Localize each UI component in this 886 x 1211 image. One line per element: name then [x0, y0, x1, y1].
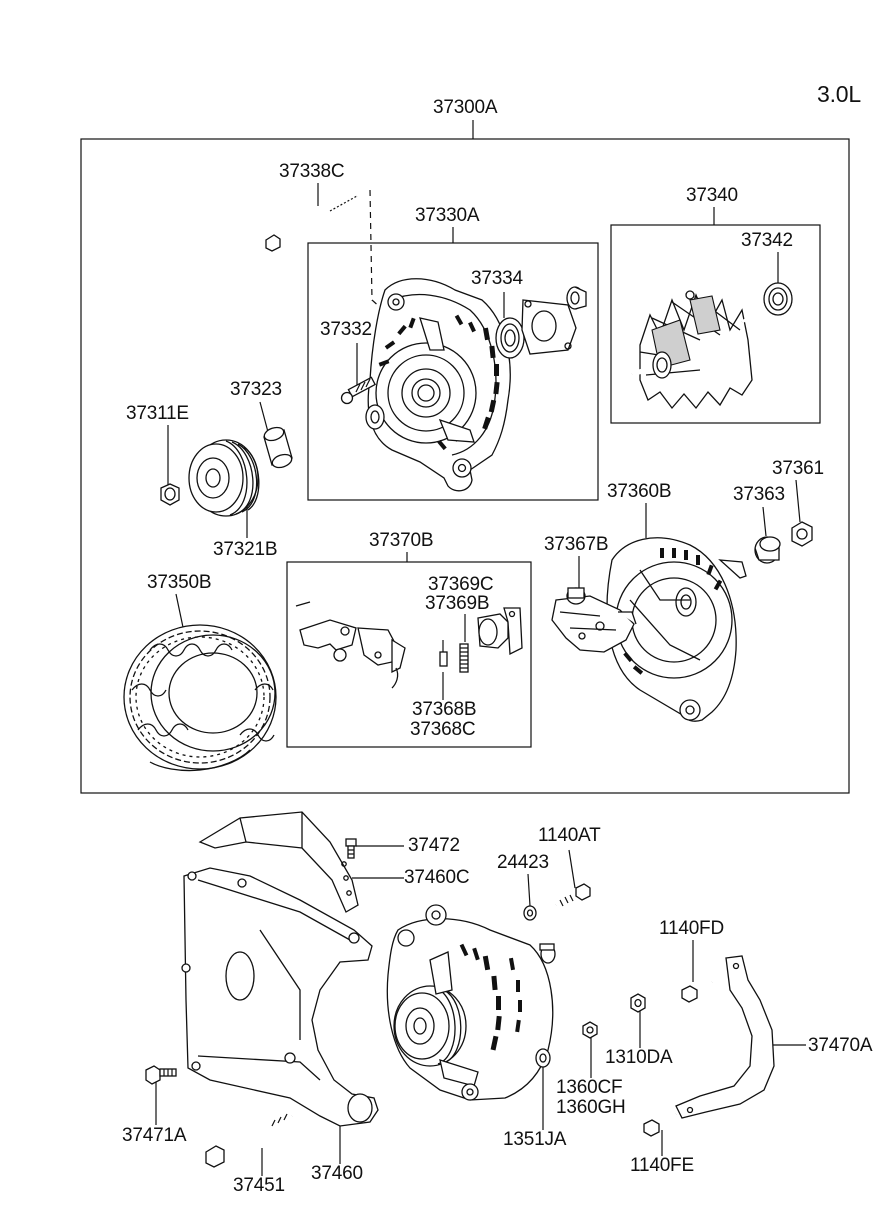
- strap-drawing: [675, 955, 775, 1119]
- label-37367B[interactable]: 37367B: [544, 534, 609, 555]
- label-37471A[interactable]: 37471A: [122, 1125, 187, 1146]
- label-1351JA[interactable]: 1351JA: [503, 1129, 567, 1150]
- label-1140FD[interactable]: 1140FD: [659, 918, 724, 939]
- main-bracket-drawing: [181, 867, 379, 1127]
- label-1360CF[interactable]: 1360CF: [556, 1077, 623, 1098]
- top-bolt-drawing: [345, 838, 357, 859]
- bolt-1140FE-drawing: [643, 1112, 677, 1137]
- stator-drawing: [123, 624, 277, 772]
- label-37369B[interactable]: 37369B: [425, 593, 490, 614]
- brush-holder-frame: [286, 561, 532, 748]
- bolt-37471A-drawing: [145, 1065, 177, 1085]
- washer-24423-drawing: [523, 905, 537, 921]
- label-37361[interactable]: 37361: [772, 458, 824, 479]
- label-1140FE[interactable]: 1140FE: [630, 1155, 694, 1176]
- engine-label: 3.0L: [817, 81, 861, 107]
- label-37350B[interactable]: 37350B: [147, 572, 212, 593]
- nut-1360CF-drawing: [582, 1021, 598, 1039]
- rotor-frame: [610, 224, 821, 424]
- rotor-drawing: [631, 282, 793, 410]
- pulley-drawing: [188, 439, 260, 517]
- alternator-assembly-drawing: [386, 904, 556, 1101]
- bolt-1140AT-drawing: [555, 883, 591, 907]
- label-37300A[interactable]: 37300A: [433, 97, 498, 118]
- label-37330A[interactable]: 37330A: [415, 205, 480, 226]
- label-37332[interactable]: 37332: [320, 319, 372, 340]
- label-37334[interactable]: 37334: [471, 268, 523, 289]
- label-37360B[interactable]: 37360B: [607, 481, 672, 502]
- spacer-drawing: [263, 426, 293, 469]
- long-through-bolt: [265, 189, 393, 319]
- front-bracket-drawing: [367, 278, 511, 492]
- bushing-drawing: [754, 536, 781, 564]
- label-37368B[interactable]: 37368B: [412, 699, 477, 720]
- label-37470A[interactable]: 37470A: [808, 1035, 873, 1056]
- label-37323[interactable]: 37323: [230, 379, 282, 400]
- label-37369C[interactable]: 37369C: [428, 574, 494, 595]
- label-37370B[interactable]: 37370B: [369, 530, 434, 551]
- rectifier-drawing: [551, 587, 637, 653]
- rear-bracket-drawing: [606, 537, 747, 722]
- rear-nut-drawing: [791, 521, 813, 547]
- brush-holder-drawing: [295, 601, 523, 689]
- label-37342[interactable]: 37342: [741, 230, 793, 251]
- label-37340[interactable]: 37340: [686, 185, 738, 206]
- label-24423[interactable]: 24423: [497, 852, 549, 873]
- label-37460C[interactable]: 37460C: [404, 867, 470, 888]
- front-screw-drawing: [340, 376, 385, 430]
- leader-lines: [155, 120, 806, 1176]
- nut-1310DA-drawing: [630, 993, 646, 1013]
- label-37363[interactable]: 37363: [733, 484, 785, 505]
- label-37451[interactable]: 37451: [233, 1175, 285, 1196]
- washer-1351JA-drawing: [535, 1048, 551, 1068]
- label-37311E[interactable]: 37311E: [126, 403, 189, 424]
- label-1140AT[interactable]: 1140AT: [538, 825, 601, 846]
- label-1310DA[interactable]: 1310DA: [605, 1047, 673, 1068]
- assembly-frame: [80, 138, 850, 794]
- pulley-nut-drawing: [160, 483, 180, 506]
- bolt-37451-drawing: [205, 1113, 294, 1168]
- label-1360GH[interactable]: 1360GH: [556, 1097, 626, 1118]
- label-37368C[interactable]: 37368C: [410, 719, 476, 740]
- label-37338C[interactable]: 37338C: [279, 161, 345, 182]
- upper-bracket-drawing: [198, 811, 359, 913]
- label-37472[interactable]: 37472: [408, 835, 460, 856]
- front-bearing-drawing: [495, 286, 587, 359]
- label-37321B[interactable]: 37321B: [213, 539, 278, 560]
- label-37460[interactable]: 37460: [311, 1163, 363, 1184]
- bolt-1140FD-drawing: [681, 980, 713, 1003]
